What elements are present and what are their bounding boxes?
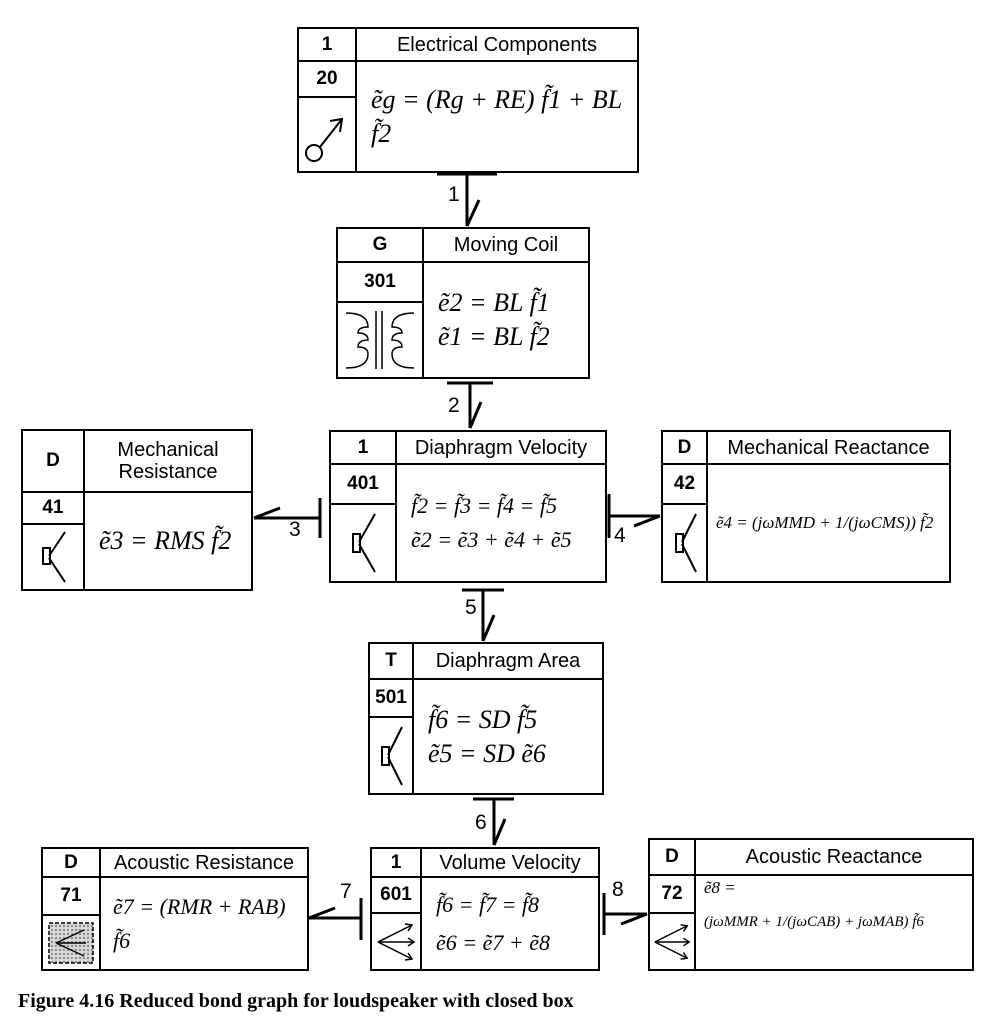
bond-label-2: 2 — [448, 394, 460, 417]
node-diaphragm-velocity: 1 Diaphragm Velocity 401 f̃2 = f̃3 = f̃4… — [329, 430, 607, 583]
equation-list: f̃6 = f̃7 = f̃8 ẽ6 = ẽ7 + ẽ8 — [422, 878, 598, 969]
equation: ẽ6 = ẽ7 + ẽ8 — [436, 929, 550, 955]
node-title: Diaphragm Area — [414, 644, 602, 680]
radiation-arrows-icon — [372, 914, 422, 969]
figure-caption: Figure 4.16 Reduced bond graph for louds… — [18, 990, 574, 1012]
node-number: 601 — [372, 878, 422, 914]
source-arrow-icon — [299, 98, 357, 171]
node-title: Acoustic Reactance — [696, 840, 972, 876]
radiation-arrows-icon — [650, 914, 696, 969]
node-number: 501 — [370, 680, 414, 718]
node-type: D — [650, 840, 696, 876]
node-title: Diaphragm Velocity — [397, 432, 605, 465]
node-title: Acoustic Resistance — [101, 849, 307, 878]
equation-list: ẽ8 = (jωMMR + 1/(jωCAB) + jωMAB) f̃6 — [696, 876, 972, 969]
node-type: 1 — [331, 432, 397, 465]
equation: ẽg = (Rg + RE) f̃1 + BL f̃2 — [371, 84, 622, 148]
node-number: 42 — [663, 465, 708, 505]
equation: f̃2 = f̃3 = f̃4 = f̃5 — [411, 493, 557, 518]
node-type: D — [43, 849, 101, 878]
node-moving-coil: G Moving Coil 301 ẽ2 = BL f̃1 ẽ1 = BL f̃… — [336, 227, 590, 379]
equation-list: f̃6 = SD f̃5 ẽ5 = SD ẽ6 — [414, 680, 602, 793]
equation-list: ẽ3 = RMS f̃2 — [85, 493, 251, 589]
equation: ẽ5 = SD ẽ6 — [428, 738, 546, 768]
node-mechanical-reactance: D Mechanical Reactance 42 ẽ4 = (jωMMD + … — [661, 430, 951, 583]
node-mechanical-resistance: D Mechanical Resistance 41 ẽ3 = RMS f̃2 — [21, 429, 253, 591]
equation: ẽ4 = (jωMMD + 1/(jωCMS)) f̃2 — [716, 513, 934, 532]
equation-list: ẽ7 = (RMR + RAB) f̃6 — [101, 878, 307, 969]
bond-label-4: 4 — [614, 524, 626, 547]
node-volume-velocity: 1 Volume Velocity 601 f̃6 = f̃7 = f̃8 ẽ6… — [370, 847, 600, 971]
node-type: T — [370, 644, 414, 680]
bond-label-5: 5 — [465, 596, 477, 619]
node-type: D — [23, 431, 85, 493]
equation: f̃6 = SD f̃5 — [428, 704, 538, 734]
transformer-icon — [338, 303, 424, 377]
bond-label-1: 1 — [448, 183, 460, 206]
node-title: Volume Velocity — [422, 849, 598, 878]
bond-label-3: 3 — [289, 518, 301, 541]
equation: ẽ1 = BL f̃2 — [438, 322, 550, 351]
node-title: Mechanical Reactance — [708, 432, 949, 465]
node-number: 301 — [338, 263, 424, 303]
node-title: Electrical Components — [357, 29, 637, 62]
equation: f̃6 = f̃7 = f̃8 — [436, 891, 540, 917]
diaphragm-icon — [370, 718, 414, 793]
node-title: Mechanical Resistance — [85, 431, 251, 493]
node-electrical-components: 1 Electrical Components 20 ẽg = (Rg + RE… — [297, 27, 639, 173]
bond-label-7: 7 — [340, 880, 352, 903]
equation: ẽ3 = RMS f̃2 — [99, 526, 232, 555]
diaphragm-icon — [331, 505, 397, 581]
equation: ẽ2 = BL f̃1 — [438, 288, 550, 317]
equation-list: ẽ2 = BL f̃1 ẽ1 = BL f̃2 — [424, 263, 588, 377]
node-number: 401 — [331, 465, 397, 505]
node-type: D — [663, 432, 708, 465]
node-number: 20 — [299, 62, 357, 98]
equation: ẽ7 = (RMR + RAB) f̃6 — [113, 893, 286, 953]
node-number: 41 — [23, 493, 85, 525]
bond-label-8: 8 — [612, 878, 624, 901]
equation-list: f̃2 = f̃3 = f̃4 = f̃5 ẽ2 = ẽ3 + ẽ4 + ẽ5 — [397, 465, 605, 581]
equation: (jωMMR + 1/(jωCAB) + jωMAB) f̃6 — [704, 914, 924, 930]
node-title: Moving Coil — [424, 229, 588, 263]
node-type: 1 — [299, 29, 357, 62]
node-number: 72 — [650, 876, 696, 914]
node-number: 71 — [43, 878, 101, 916]
node-type: 1 — [372, 849, 422, 878]
equation: ẽ8 = — [704, 878, 736, 897]
node-acoustic-resistance: D Acoustic Resistance 71 ẽ7 = (RMR + RAB… — [41, 847, 309, 971]
node-acoustic-reactance: D Acoustic Reactance 72 ẽ8 = (jωMMR + 1/… — [648, 838, 974, 971]
equation-list: ẽg = (Rg + RE) f̃1 + BL f̃2 — [357, 62, 637, 171]
equation: ẽ2 = ẽ3 + ẽ4 + ẽ5 — [411, 527, 572, 552]
node-diaphragm-area: T Diaphragm Area 501 f̃6 = SD f̃5 ẽ5 = S… — [368, 642, 604, 795]
radiation-box-icon — [43, 916, 101, 969]
diaphragm-icon — [23, 525, 85, 589]
equation-list: ẽ4 = (jωMMD + 1/(jωCMS)) f̃2 — [708, 465, 949, 581]
node-type: G — [338, 229, 424, 263]
diaphragm-icon — [663, 505, 708, 581]
bond-label-6: 6 — [475, 811, 487, 834]
